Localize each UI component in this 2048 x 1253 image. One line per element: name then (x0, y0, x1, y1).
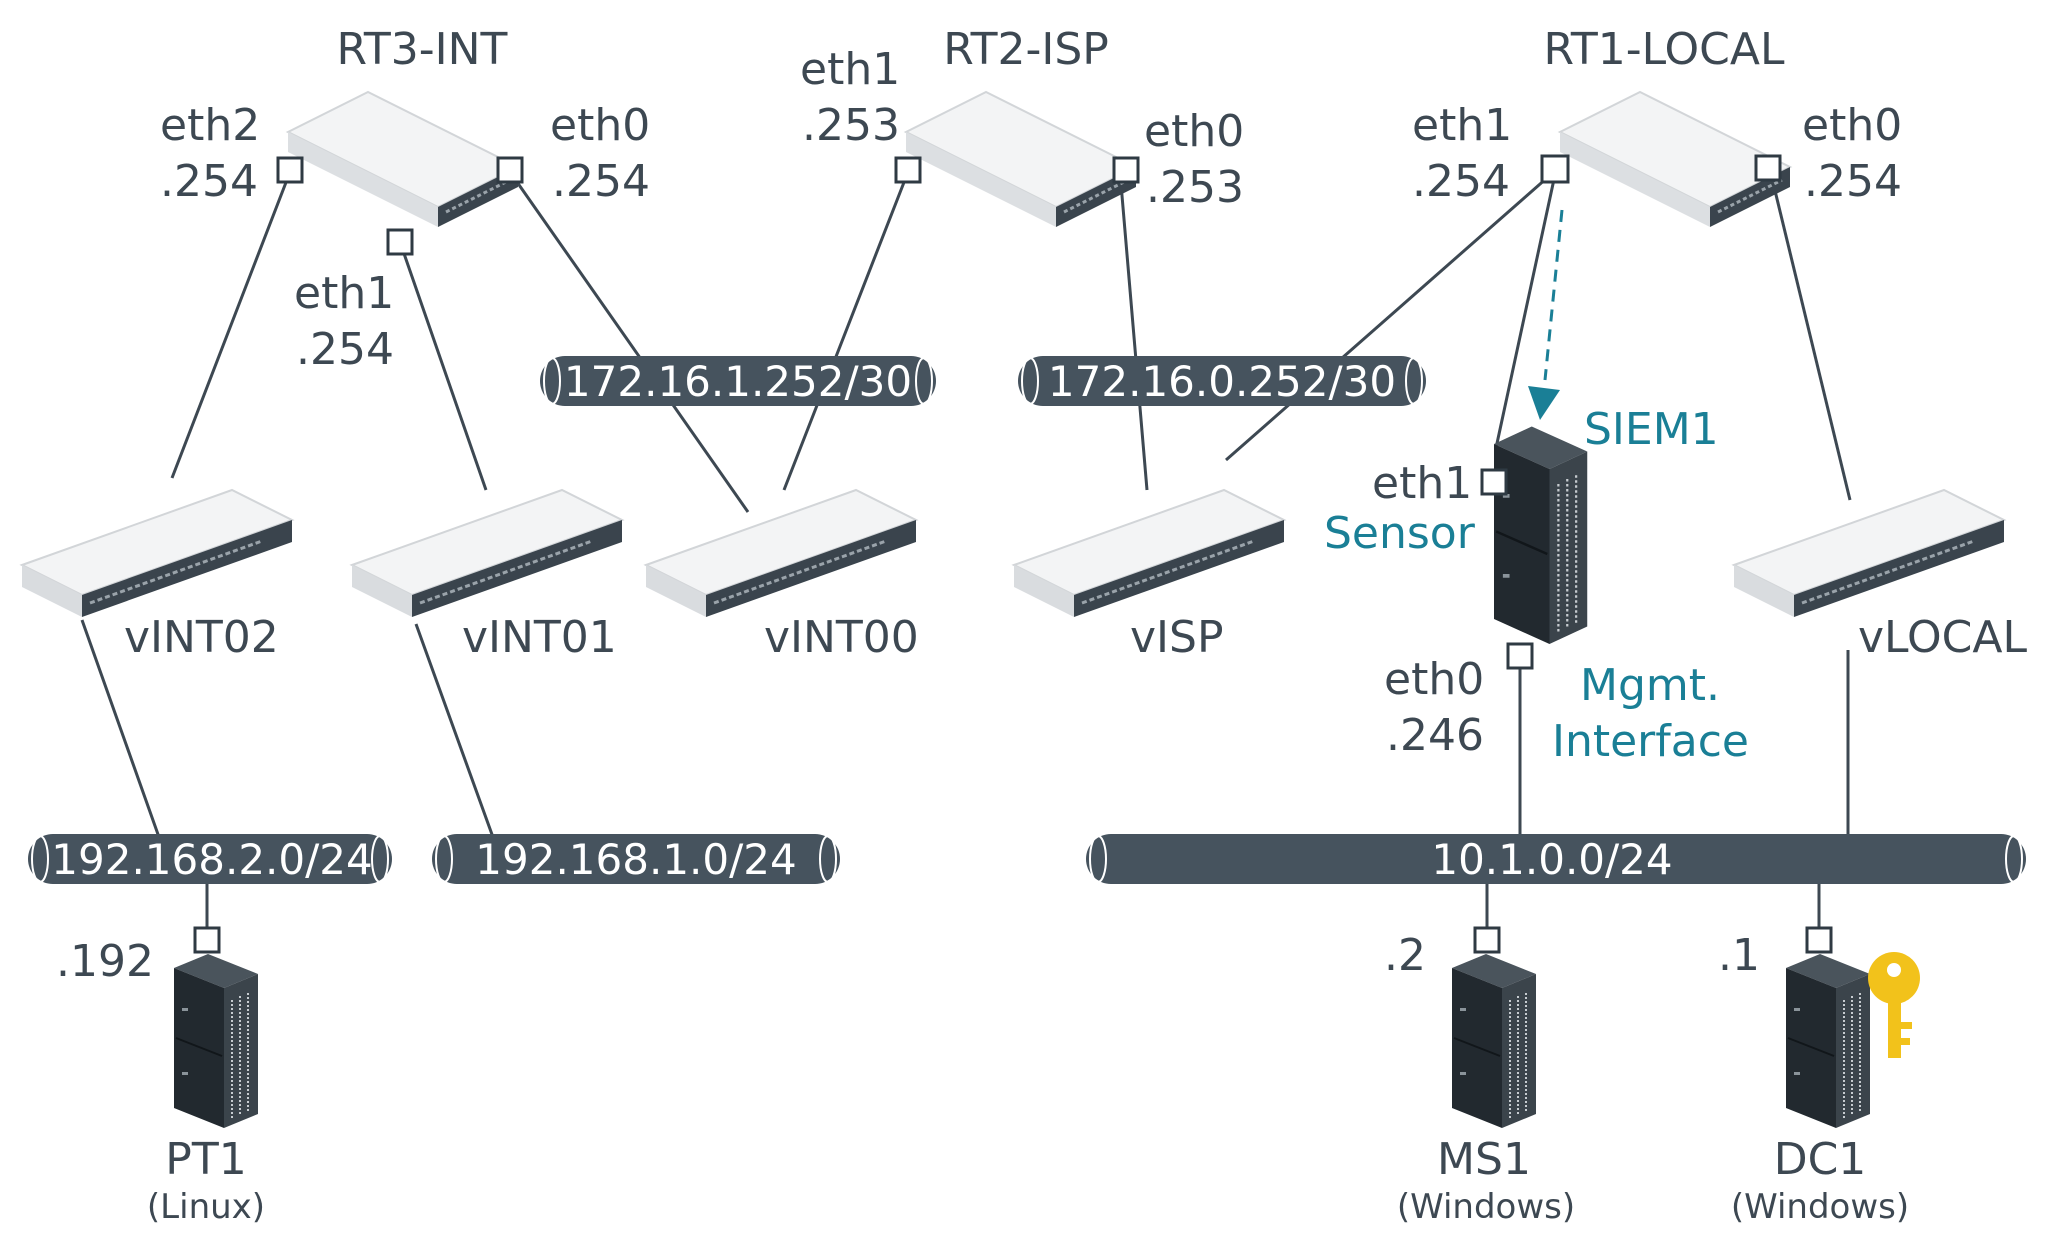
siem-interface-label: Interface (1552, 716, 1749, 767)
network-label: 10.1.0.0/24 (1431, 835, 1672, 884)
rt2-eth0-ip: .253 (1146, 162, 1244, 213)
switch-vint02-label: vINT02 (124, 612, 279, 663)
rt1-eth1-ip: .254 (1412, 156, 1510, 207)
ms1-os: (Windows) (1397, 1187, 1575, 1227)
pt1-ip: .192 (56, 936, 154, 987)
switch-vint01[interactable]: vINT01 (350, 488, 624, 663)
dc1-ip: .1 (1718, 930, 1760, 981)
network-172-16-0: 172.16.0.252/30 (1018, 356, 1426, 406)
rt3-eth2-ip: .254 (160, 156, 258, 207)
router-icon (286, 90, 520, 229)
rt1-eth1-label: eth1 (1412, 100, 1512, 151)
switch-visp-label: vISP (1130, 612, 1223, 663)
key-icon (1868, 952, 1920, 1058)
siem-eth1-label: eth1 (1372, 458, 1472, 509)
siem-sensor-label: Sensor (1324, 508, 1476, 559)
port-ms1[interactable] (1473, 926, 1501, 954)
switch-vlocal-label: vLOCAL (1858, 612, 2027, 663)
network-label: 192.168.1.0/24 (475, 835, 796, 884)
switch-icon (350, 488, 624, 619)
switch-vint01-label: vINT01 (462, 612, 617, 663)
network-label: 172.16.0.252/30 (1048, 357, 1396, 406)
server-icon (173, 953, 259, 1129)
dc1-name: DC1 (1774, 1134, 1867, 1185)
switch-icon (1012, 488, 1286, 619)
rt3-eth1-label: eth1 (294, 268, 394, 319)
pt1-os: (Linux) (147, 1187, 265, 1227)
network-label: 172.16.1.252/30 (564, 357, 912, 406)
port-pt1[interactable] (193, 926, 221, 954)
port-rt2-eth0[interactable] (1112, 156, 1140, 184)
network-192-168-2: 192.168.2.0/24 (28, 834, 392, 884)
router-rt1-label: RT1-LOCAL (1543, 24, 1785, 75)
ms1-name: MS1 (1437, 1134, 1531, 1185)
rt3-eth0-ip: .254 (552, 156, 650, 207)
switch-icon (644, 488, 918, 619)
rt3-eth2-label: eth2 (160, 100, 260, 151)
port-rt1-eth0[interactable] (1754, 154, 1782, 182)
network-192-168-1: 192.168.1.0/24 (432, 834, 840, 884)
server-icon (1492, 425, 1589, 646)
host-dc1[interactable]: .1 DC1 (Windows) (1718, 926, 1920, 1227)
rt3-eth1-ip: .254 (296, 324, 394, 375)
switch-vint02[interactable]: vINT02 (20, 488, 294, 663)
siem-name: SIEM1 (1584, 404, 1719, 455)
pt1-name: PT1 (165, 1134, 246, 1185)
port-rt2-eth1[interactable] (894, 156, 922, 184)
rt1-eth0-label: eth0 (1802, 100, 1902, 151)
connection-lines (80, 168, 1852, 930)
port-rt3-eth1[interactable] (386, 228, 414, 256)
switch-visp[interactable]: vISP (1012, 488, 1286, 663)
port-siem-eth1[interactable] (1480, 468, 1508, 496)
rt2-eth0-label: eth0 (1144, 106, 1244, 157)
network-10-1-0: 10.1.0.0/24 (1086, 834, 2026, 884)
router-rt2-isp[interactable]: RT2-ISP eth1 .253 eth0 .253 (800, 24, 1244, 229)
port-rt1-eth1[interactable] (1540, 154, 1570, 184)
port-rt3-eth0[interactable] (496, 156, 524, 184)
rt1-eth0-ip: .254 (1804, 156, 1902, 207)
rt2-eth1-label: eth1 (800, 44, 900, 95)
dc1-os: (Windows) (1731, 1187, 1909, 1227)
siem-eth0-label: eth0 (1384, 654, 1484, 705)
host-ms1[interactable]: .2 MS1 (Windows) (1384, 926, 1575, 1227)
rt2-eth1-ip: .253 (802, 100, 900, 151)
server-icon (1451, 953, 1537, 1129)
port-rt3-eth2[interactable] (276, 156, 304, 184)
network-label: 192.168.2.0/24 (51, 835, 372, 884)
siem-eth0-ip: .246 (1386, 710, 1484, 761)
router-rt3-int[interactable]: RT3-INT eth2 .254 eth0 .254 eth1 .254 (160, 24, 650, 375)
rt3-eth0-label: eth0 (550, 100, 650, 151)
switch-icon (20, 488, 294, 619)
mirror-arrow (1528, 209, 1564, 420)
router-icon (904, 90, 1138, 229)
switch-vint00-label: vINT00 (764, 612, 919, 663)
switch-vlocal[interactable]: vLOCAL (1732, 488, 2027, 663)
port-siem-eth0[interactable] (1506, 642, 1534, 670)
network-172-16-1: 172.16.1.252/30 (540, 356, 936, 406)
server-icon (1785, 953, 1871, 1129)
port-dc1[interactable] (1805, 926, 1833, 954)
siem-mgmt-label: Mgmt. (1580, 660, 1720, 711)
router-rt3-label: RT3-INT (337, 24, 508, 75)
router-rt2-label: RT2-ISP (943, 24, 1109, 75)
switch-icon (1732, 488, 2006, 619)
arrow-head-icon (1528, 386, 1560, 420)
router-rt1-local[interactable]: RT1-LOCAL eth1 .254 eth0 .254 (1412, 24, 1902, 229)
server-siem1[interactable]: SIEM1 eth1 Sensor eth0 .246 Mgmt. Interf… (1324, 404, 1749, 767)
ms1-ip: .2 (1384, 930, 1426, 981)
host-pt1[interactable]: .192 PT1 (Linux) (56, 926, 265, 1227)
switch-vint00[interactable]: vINT00 (644, 488, 919, 663)
